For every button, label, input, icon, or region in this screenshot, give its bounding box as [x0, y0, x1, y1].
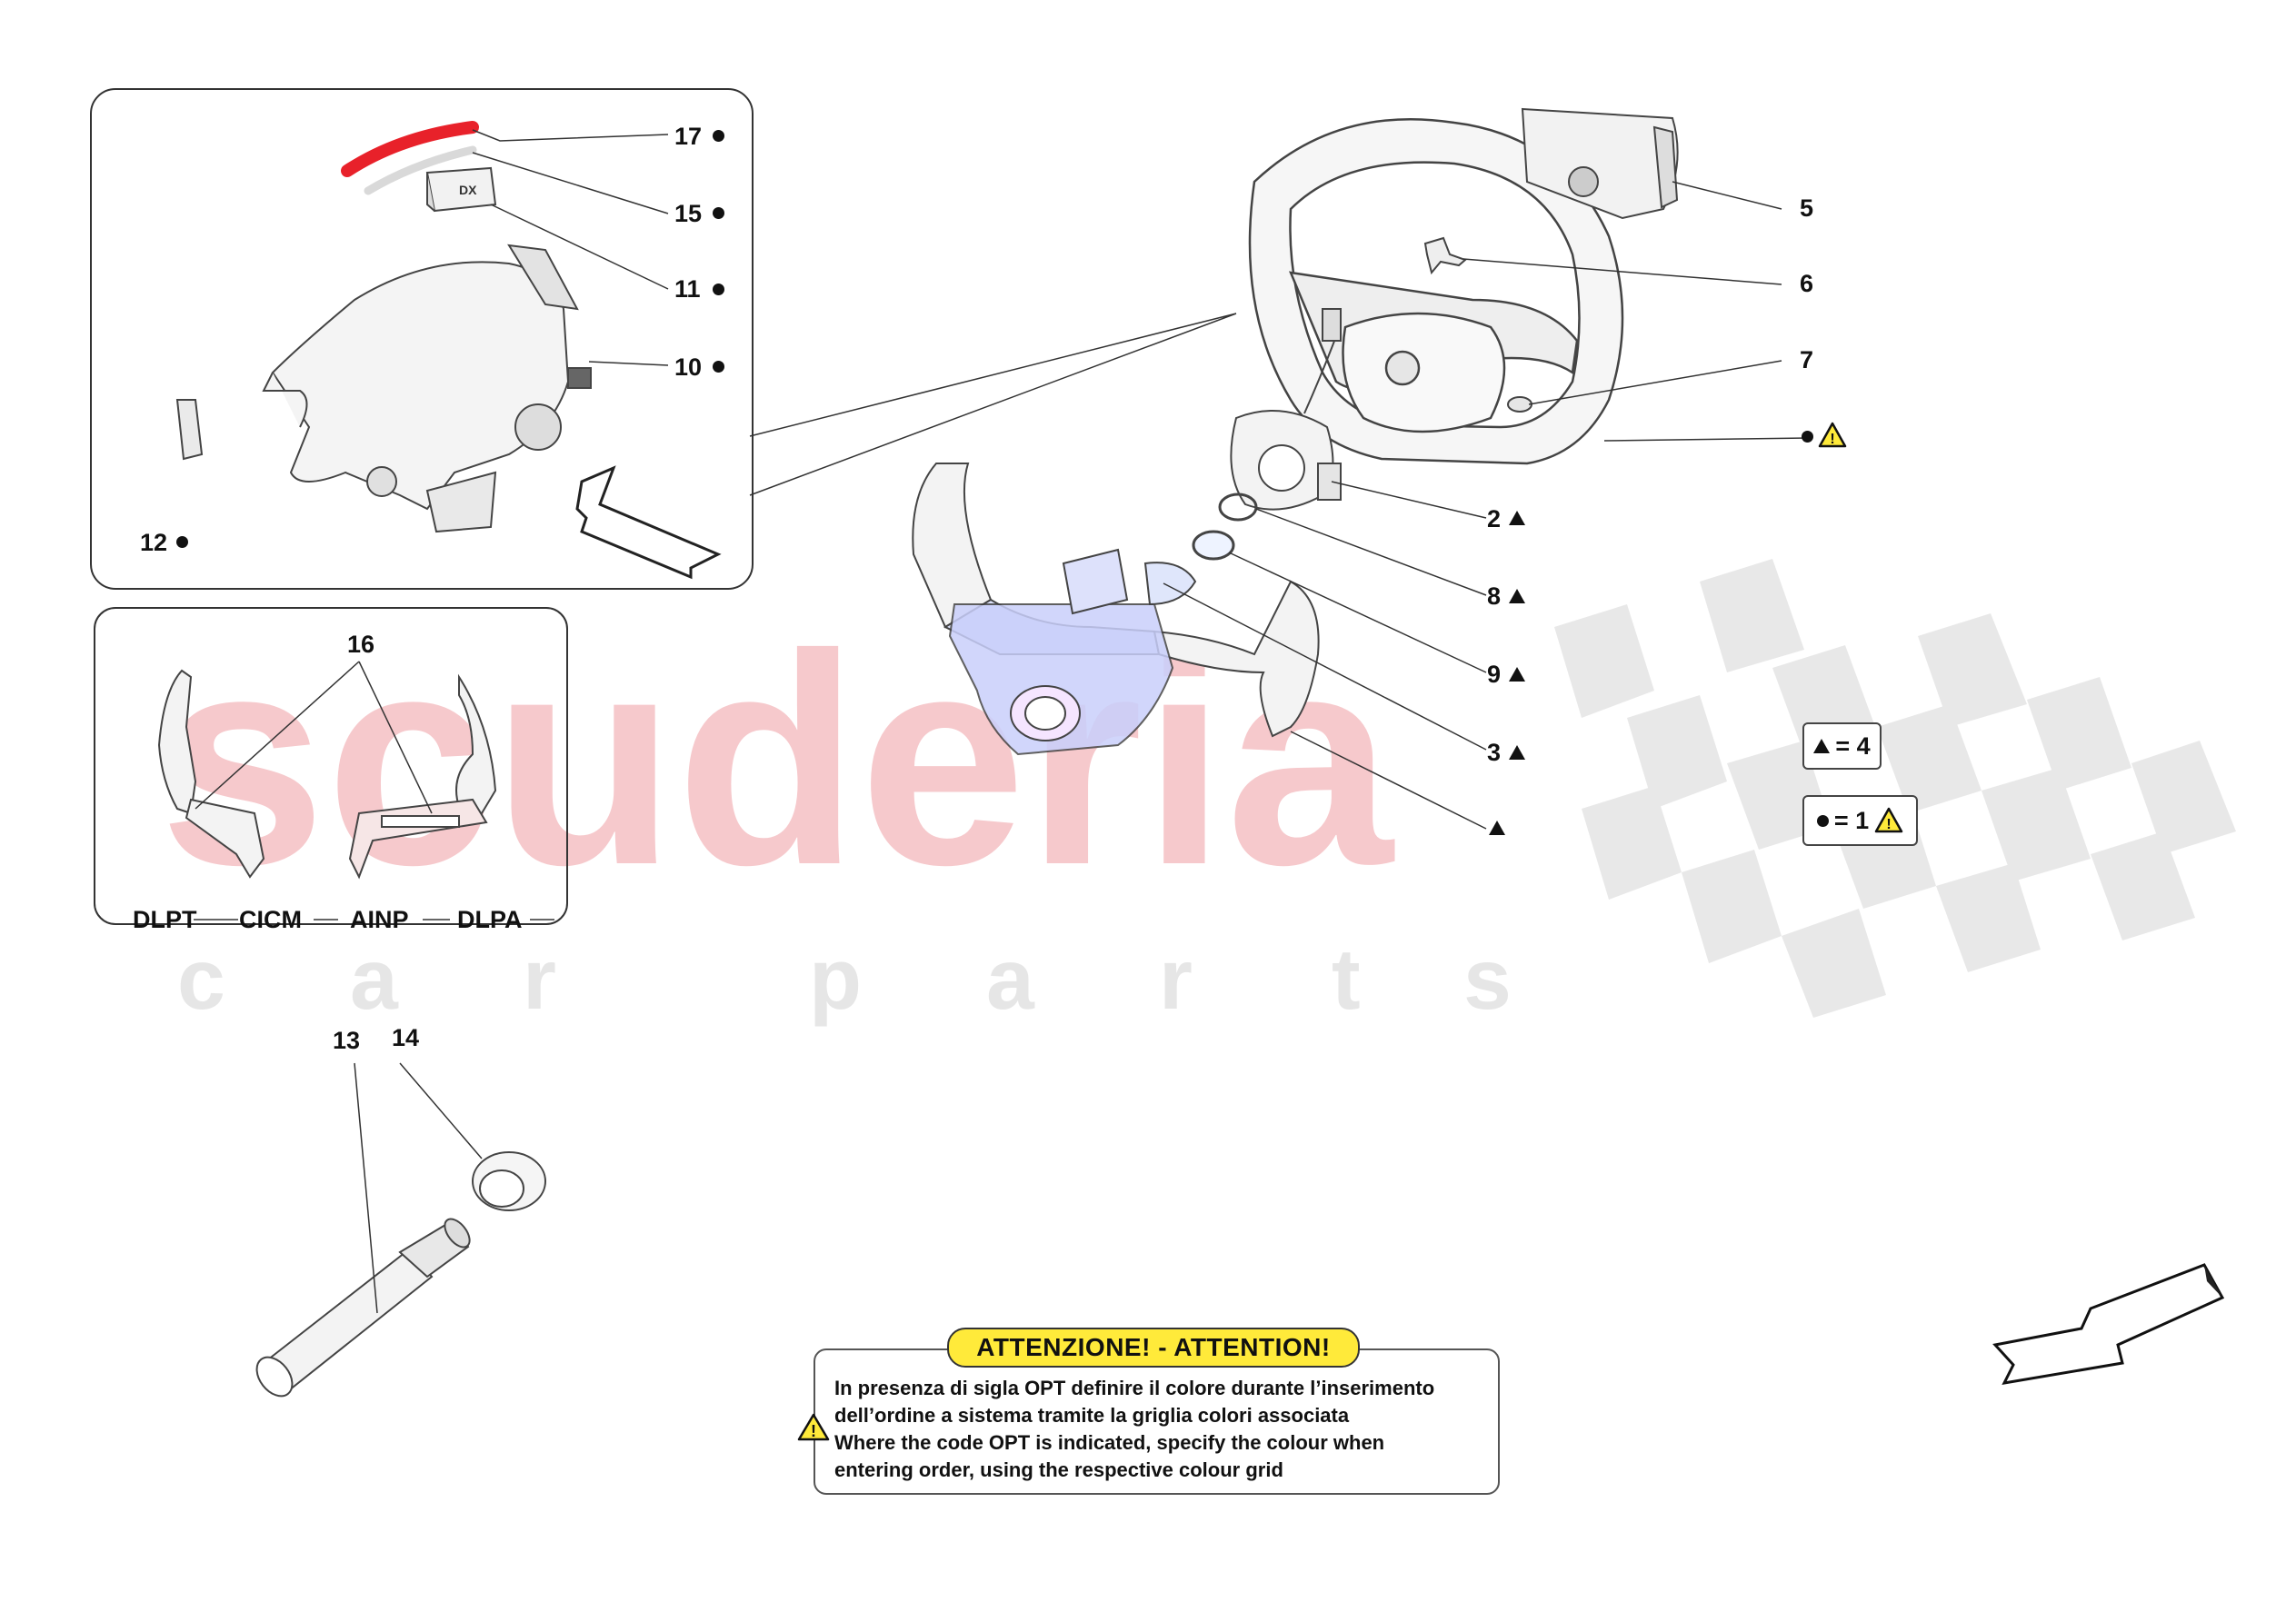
dx-label: DX	[459, 183, 477, 197]
steering-bracket-part	[262, 244, 592, 533]
label-7: 7	[1800, 346, 1814, 373]
legend-circle-text: = 1	[1833, 806, 1870, 834]
grey-trim-part	[364, 145, 477, 195]
orientation-arrow	[1992, 1263, 2225, 1385]
triangle-marker	[1509, 745, 1525, 760]
ring-part-8	[1218, 493, 1258, 522]
dx-switch-part: DX	[425, 166, 497, 213]
legend-triangle-text: = 4	[1835, 731, 1871, 760]
warning-title: ATTENZIONE! - ATTENTION!	[947, 1328, 1360, 1368]
label-17: 17	[674, 123, 703, 150]
label-14: 14	[392, 1024, 420, 1051]
label-2: 2	[1487, 505, 1502, 532]
paddle-tab-part	[175, 399, 204, 461]
label-16: 16	[347, 631, 375, 658]
code-ainp: AINP	[350, 906, 409, 933]
steering-column-switch-part	[912, 463, 1320, 756]
code-cicm: CICM	[239, 906, 302, 933]
triangle-marker	[1813, 739, 1831, 753]
detail-panel-paddles	[90, 88, 754, 590]
circle-marker	[713, 130, 724, 142]
sleeve-part	[255, 1218, 471, 1398]
warning-icon: !	[1874, 807, 1903, 833]
legend-triangle: = 4	[1802, 722, 1882, 770]
svg-text:!: !	[811, 1422, 816, 1440]
circle-marker	[1816, 814, 1829, 827]
circle-marker	[713, 361, 724, 373]
triangle-marker	[1509, 511, 1525, 525]
warning-line-3: Where the code OPT is indicated, specify…	[834, 1431, 1385, 1454]
cap-part	[1507, 396, 1532, 413]
circle-marker	[176, 536, 188, 548]
label-12: 12	[140, 529, 168, 556]
warning-line-1: In presenza di sigla OPT definire il col…	[834, 1377, 1435, 1399]
code-dlpt: DLPT	[133, 906, 197, 933]
steering-wheel-part	[1248, 117, 1624, 465]
clock-spring-part	[1230, 308, 1342, 511]
detail-panel-shift-paddles	[94, 607, 568, 925]
red-trim-part	[341, 121, 479, 177]
legend-circle: = 1 !	[1802, 795, 1918, 846]
label-10: 10	[674, 353, 703, 381]
warning-line-4: entering order, using the respective col…	[834, 1458, 1283, 1481]
label-8: 8	[1487, 582, 1502, 610]
airbag-module-part	[1521, 107, 1679, 220]
triangle-marker	[1509, 589, 1525, 603]
label-9: 9	[1487, 661, 1502, 688]
label-5: 5	[1800, 194, 1814, 222]
bushing-part	[472, 1151, 546, 1211]
svg-text:!: !	[1830, 432, 1834, 447]
label-15: 15	[674, 200, 703, 227]
code-dlpa: DLPA	[457, 906, 523, 933]
circle-marker	[713, 284, 724, 295]
circle-marker	[1802, 431, 1813, 443]
triangle-marker	[1489, 821, 1505, 835]
triangle-marker	[1509, 667, 1525, 682]
screw-part	[1423, 236, 1467, 275]
warning-line-2: dell’ordine a sistema tramite la griglia…	[834, 1404, 1350, 1427]
label-11: 11	[674, 275, 701, 303]
svg-text:!: !	[1886, 817, 1891, 832]
warning-icon: !	[1818, 422, 1847, 448]
warning-icon: !	[797, 1413, 830, 1441]
label-3: 3	[1487, 739, 1502, 766]
view-direction-arrow	[575, 465, 722, 580]
label-13: 13	[333, 1027, 361, 1054]
circle-marker	[713, 207, 724, 219]
label-6: 6	[1800, 270, 1814, 297]
ring-part-9	[1192, 530, 1235, 561]
